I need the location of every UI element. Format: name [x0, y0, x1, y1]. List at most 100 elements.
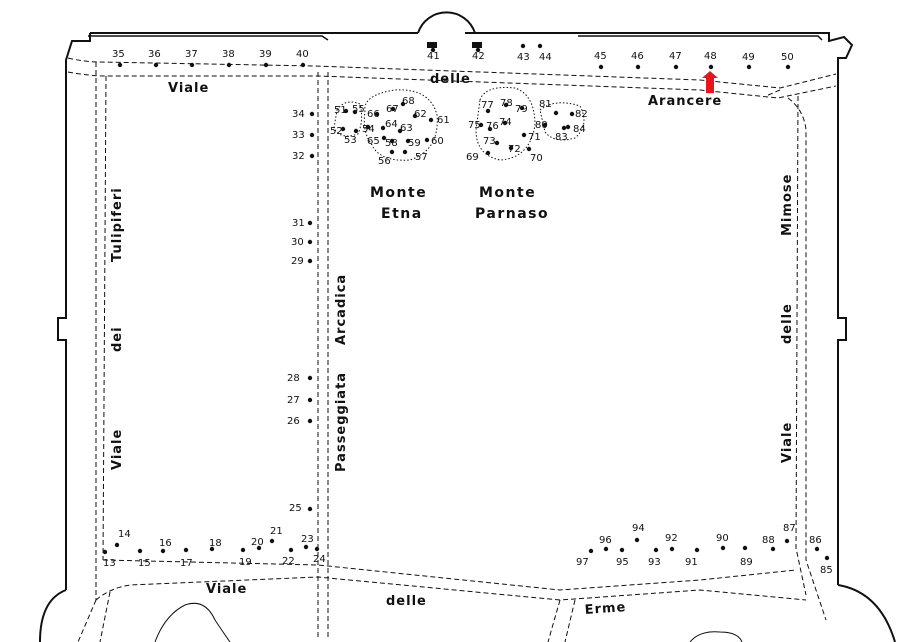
point-47: 47: [669, 51, 682, 70]
point-label-47: 47: [669, 51, 682, 62]
point-dot-77: [485, 108, 491, 114]
point-dot-38: [226, 62, 232, 68]
point-label-17: 17: [180, 558, 193, 569]
point-dot-74: [502, 120, 508, 126]
point-label-74: 74: [499, 117, 512, 128]
point-dot-39: [263, 62, 269, 68]
point-dot-18: [209, 546, 215, 552]
point-21: 21: [269, 526, 283, 544]
point-86: 86: [809, 535, 822, 552]
point-dot-36: [153, 62, 159, 68]
point-85: 85: [820, 555, 833, 576]
point-52: 52: [330, 126, 346, 137]
point-dot-95: [619, 547, 625, 553]
point-55: 55: [352, 104, 365, 115]
road-label-erme-3: Erme: [584, 600, 627, 618]
point-label-21: 21: [270, 526, 283, 537]
point-95: 95: [616, 547, 629, 568]
point-label-28: 28: [287, 373, 300, 384]
point-41: 41: [427, 47, 440, 62]
point-dot-58: [389, 138, 395, 144]
point-83: 83: [555, 125, 568, 143]
point-40: 40: [296, 49, 309, 68]
point-dot-42: [475, 47, 481, 53]
point-dot-35: [117, 62, 123, 68]
point-label-50: 50: [781, 52, 794, 63]
point-32: 32: [292, 151, 315, 162]
point-dot-65: [381, 135, 387, 141]
point-17: 17: [180, 547, 193, 569]
point-label-41: 41: [427, 51, 440, 62]
point-label-78: 78: [500, 98, 513, 109]
point-56: 56: [378, 149, 395, 167]
point-dot-49: [746, 64, 752, 70]
point-dot-91: [694, 547, 700, 553]
point-dot-40: [300, 62, 306, 68]
point-91: 91: [685, 547, 700, 568]
point-dot-92: [669, 546, 675, 552]
point-label-38: 38: [222, 49, 235, 60]
point-dot-37: [189, 62, 195, 68]
point-label-66: 66: [367, 109, 380, 120]
point-94: 94: [632, 523, 645, 543]
road-label-arcadica-1: Passeggiata: [334, 372, 349, 472]
point-34: 34: [292, 109, 315, 120]
point-label-60: 60: [431, 136, 444, 147]
point-14: 14: [114, 529, 131, 548]
point-51: 51: [334, 105, 349, 116]
point-dot-83: [561, 125, 567, 131]
point-39: 39: [259, 49, 272, 68]
point-49: 49: [742, 52, 755, 70]
point-dot-78: [503, 102, 509, 108]
point-label-49: 49: [742, 52, 755, 63]
point-label-52: 52: [330, 126, 343, 137]
point-dot-81: [553, 110, 559, 116]
point-label-16: 16: [159, 538, 172, 549]
point-dot-94: [634, 537, 640, 543]
point-60: 60: [424, 136, 444, 147]
point-label-89: 89: [740, 557, 753, 568]
point-label-75: 75: [468, 120, 481, 131]
mountain-etna-line1: Monte: [370, 185, 427, 201]
point-label-22: 22: [282, 556, 295, 567]
point-dot-32: [309, 153, 315, 159]
point-label-14: 14: [118, 529, 131, 540]
point-73: 73: [483, 136, 500, 147]
point-label-34: 34: [292, 109, 305, 120]
point-dot-80: [542, 122, 548, 128]
point-dot-20: [256, 545, 262, 551]
road-label-arcadica-2: Arcadica: [334, 274, 349, 345]
point-label-76: 76: [486, 121, 499, 132]
point-label-36: 36: [148, 49, 161, 60]
garden-boundary-wall: [39, 11, 896, 642]
point-label-25: 25: [289, 503, 302, 514]
point-dot-73: [494, 140, 500, 146]
point-dot-22: [288, 547, 294, 553]
point-dot-50: [785, 64, 791, 70]
point-70: 70: [526, 146, 543, 164]
point-20: 20: [251, 537, 264, 551]
point-89: 89: [740, 545, 753, 568]
point-label-67: 67: [386, 104, 399, 115]
point-43: 43: [517, 43, 530, 63]
point-dot-47: [673, 64, 679, 70]
point-50: 50: [781, 52, 794, 70]
point-dot-15: [137, 548, 143, 554]
point-dot-70: [526, 146, 532, 152]
point-label-48: 48: [704, 51, 717, 62]
point-63: 63: [397, 123, 413, 134]
dashed-paths: [67, 57, 837, 642]
point-label-27: 27: [287, 395, 300, 406]
point-59: 59: [405, 138, 421, 149]
point-label-30: 30: [291, 237, 304, 248]
point-label-65: 65: [367, 136, 380, 147]
point-61: 61: [428, 115, 450, 126]
point-90: 90: [716, 533, 729, 551]
point-label-46: 46: [631, 51, 644, 62]
point-66: 66: [367, 109, 380, 120]
point-45: 45: [594, 51, 607, 70]
point-label-68: 68: [402, 96, 415, 107]
point-label-71: 71: [528, 132, 541, 143]
road-label-erme-2: delle: [386, 594, 427, 609]
point-label-32: 32: [292, 151, 305, 162]
